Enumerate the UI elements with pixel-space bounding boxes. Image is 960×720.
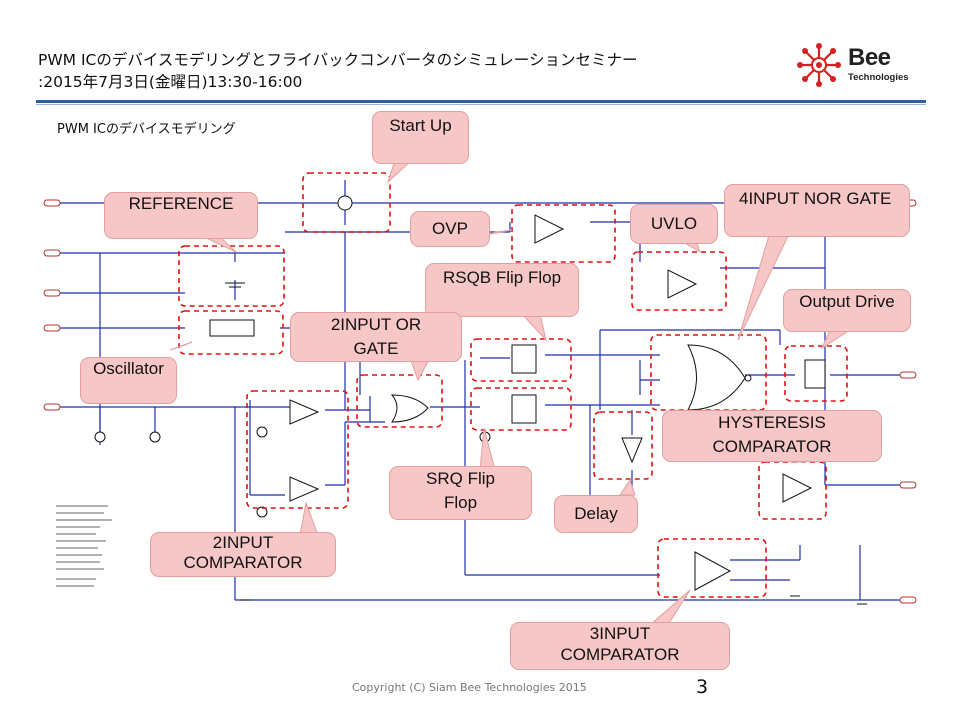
outline-ovp	[511, 204, 616, 263]
callout-start-up: Start Up	[372, 111, 469, 164]
outline-oscillator	[178, 310, 284, 355]
callout-delay: Delay	[554, 495, 638, 533]
callout-4input-nor-gate: 4INPUT NOR GATE	[724, 184, 910, 237]
outline-output-drive	[784, 345, 848, 402]
outline-3input-comparator	[657, 538, 767, 598]
copyright-text: Copyright (C) Siam Bee Technologies 2015	[352, 681, 587, 694]
outline-uvlo	[631, 251, 727, 311]
block-outlines	[178, 172, 848, 598]
callout-2input-comparator: 2INPUT COMPARATOR	[150, 532, 336, 577]
header-title-line2: :2015年7月3日(金曜日)13:30-16:00	[38, 73, 303, 91]
outline-2input-comparator	[246, 390, 349, 509]
callout-oscillator: Oscillator	[80, 357, 177, 404]
outline-reference	[178, 245, 285, 307]
callout-ovp: OVP	[410, 211, 490, 247]
callout-srq-flip-flop: SRQ Flip Flop	[389, 466, 532, 520]
callout-uvlo: UVLO	[630, 204, 718, 244]
header-rule	[36, 100, 926, 103]
callout-rsqb-flip-flop: RSQB Flip Flop	[425, 263, 579, 317]
outline-start-up	[302, 172, 391, 233]
company-logo: Bee Technologies	[796, 42, 926, 88]
logo-name: Bee	[848, 44, 891, 71]
logo-subtitle: Technologies	[848, 72, 909, 83]
outline-delay	[593, 411, 653, 480]
schematic-ports	[43, 199, 917, 604]
header-rule-thin	[36, 104, 926, 105]
header-title-line1: PWM ICのデバイスモデリングとフライバックコンバータのシミュレーションセミナ…	[38, 51, 638, 69]
schematic-components	[94, 195, 826, 591]
callout-reference: REFERENCE	[104, 192, 258, 239]
callout-3input-comparator: 3INPUT COMPARATOR	[510, 622, 730, 670]
outline-srq	[470, 387, 572, 431]
bee-logo-icon	[797, 43, 841, 87]
outline-or-gate	[356, 374, 443, 428]
netlist-text-block	[56, 505, 112, 587]
callout-pointers	[169, 159, 852, 626]
callout-2input-or-gate: 2INPUT OR GATE	[290, 312, 462, 362]
page-number: 3	[696, 676, 709, 698]
section-subtitle: PWM ICのデバイスモデリング	[57, 122, 236, 137]
callout-output-drive: Output Drive	[783, 289, 911, 332]
callout-hysteresis-comparator: HYSTERESIS COMPARATOR	[662, 410, 882, 462]
outline-rsqb	[470, 338, 572, 382]
